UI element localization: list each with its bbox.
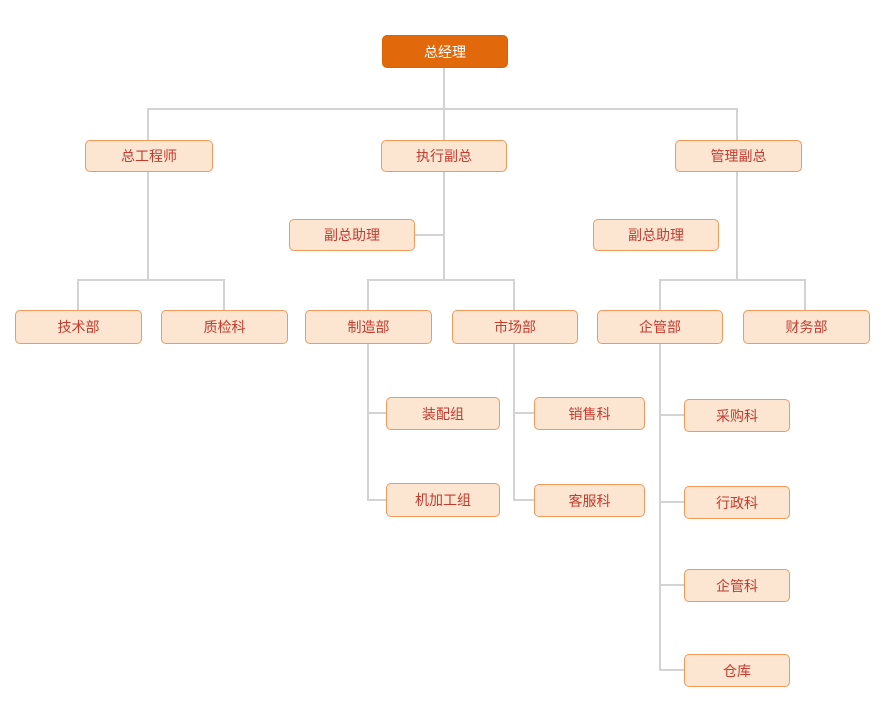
connector-line [660,584,684,586]
connector-line [513,279,515,310]
connector-line [660,414,684,416]
org-node-management-vp[interactable]: 管理副总 [675,140,802,172]
connector-line [660,279,806,281]
org-node-vp-assistant-right[interactable]: 副总助理 [593,219,719,251]
connector-line [659,279,661,310]
connector-line [368,279,515,281]
connector-line [660,501,684,503]
connector-line [659,344,661,671]
connector-line [367,279,369,310]
org-node-finance-dept[interactable]: 财务部 [743,310,870,344]
connector-line [223,279,225,310]
org-node-admin-section[interactable]: 行政科 [684,486,790,519]
org-node-customer-service-section[interactable]: 客服科 [534,484,645,517]
org-node-sales-section[interactable]: 销售科 [534,397,645,430]
connector-line [443,172,445,280]
connector-line [736,172,738,280]
connector-line [148,108,738,110]
org-node-purchasing-section[interactable]: 采购科 [684,399,790,432]
org-node-enterprise-mgmt-dept[interactable]: 企管部 [597,310,723,344]
org-node-machining-group[interactable]: 机加工组 [386,483,500,517]
connector-line [368,499,386,501]
connector-line [660,669,684,671]
connector-line [804,279,806,310]
connector-line [443,68,445,140]
connector-line [367,344,369,501]
org-node-executive-vp[interactable]: 执行副总 [381,140,507,172]
connector-line [513,344,515,501]
connector-line [368,412,386,414]
connector-line [147,172,149,280]
org-node-vp-assistant-left[interactable]: 副总助理 [289,219,415,251]
org-node-technology-dept[interactable]: 技术部 [15,310,142,344]
org-node-assembly-group[interactable]: 装配组 [386,397,500,430]
connector-line [736,108,738,140]
connector-line [514,499,534,501]
org-node-enterprise-mgmt-section[interactable]: 企管科 [684,569,790,602]
org-node-quality-inspection[interactable]: 质检科 [161,310,288,344]
connector-line [78,279,225,281]
org-node-marketing-dept[interactable]: 市场部 [452,310,578,344]
connector-line [147,108,149,140]
org-node-chief-engineer[interactable]: 总工程师 [85,140,213,172]
org-node-manufacturing-dept[interactable]: 制造部 [305,310,432,344]
connector-line [77,279,79,310]
connector-line [415,234,444,236]
org-node-ceo[interactable]: 总经理 [382,35,508,68]
org-node-warehouse[interactable]: 仓库 [684,654,790,687]
connector-line [514,412,534,414]
